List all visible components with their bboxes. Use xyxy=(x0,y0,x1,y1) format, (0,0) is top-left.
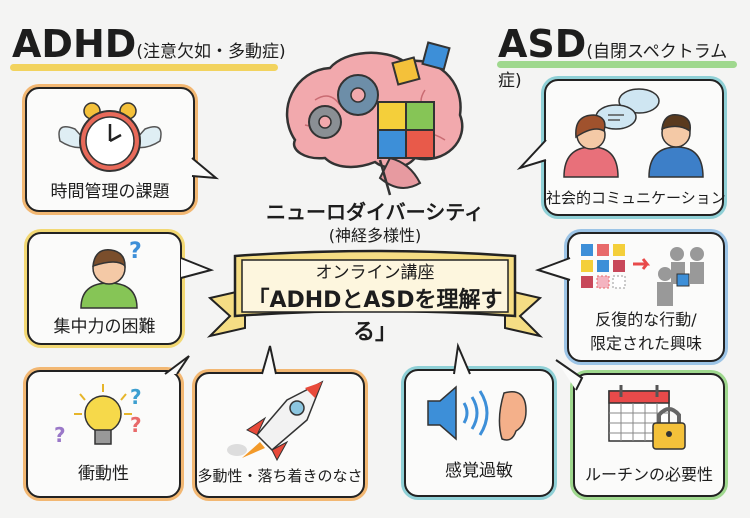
card-label: 衝動性 xyxy=(78,464,129,484)
lightbulb-questions-icon: ? ? ? xyxy=(54,384,142,447)
conversation-people-icon xyxy=(563,88,704,178)
svg-text:?: ? xyxy=(129,239,142,264)
banner: オンライン講座 「ADHDとASDを理解する」 xyxy=(240,256,510,345)
card-time-management: 時間管理の課題 xyxy=(25,87,195,212)
adhd-title: ADHD xyxy=(12,22,137,66)
pattern-blocks-people-icon xyxy=(581,244,704,306)
flying-alarm-clock-icon xyxy=(58,102,162,172)
svg-text:?: ? xyxy=(54,423,66,447)
card-social-communication: 社会的コミュニケーション xyxy=(544,79,726,216)
adhd-underline xyxy=(10,64,278,71)
rocket-icon xyxy=(227,380,324,462)
card-pointer xyxy=(453,342,471,375)
adhd-heading: ADHD(注意欠如・多動症) xyxy=(12,22,286,66)
card-label: 感覚過敏 xyxy=(445,461,513,481)
card-impulsivity: ? ? ? 衝動性 xyxy=(26,370,181,498)
card-repetitive-behavior: 反復的な行動/ 限定された興味 xyxy=(567,232,725,362)
card-pointer xyxy=(555,359,584,391)
card-label-line2: 限定された興味 xyxy=(589,334,702,353)
card-pointer xyxy=(516,139,547,171)
asd-title: ASD xyxy=(498,22,587,66)
card-label: ルーチンの必要性 xyxy=(584,465,713,484)
asd-underline xyxy=(497,61,737,68)
calendar-lock-icon xyxy=(608,385,686,450)
svg-text:?: ? xyxy=(130,413,142,437)
center-subtitle: (神経多様性) xyxy=(328,226,422,245)
card-label-line1: 反復的な行動/ xyxy=(595,310,697,329)
card-label: 社会的コミュニケーション xyxy=(546,189,726,207)
center-brain-illustration xyxy=(275,40,475,200)
confused-person-icon: ? xyxy=(80,239,142,309)
card-concentration: ? 集中力の困難 xyxy=(27,232,182,345)
banner-line1: オンライン講座 xyxy=(315,263,435,283)
card-label: 多動性・落ち着きのなさ xyxy=(197,467,363,485)
card-pointer xyxy=(164,355,190,375)
card-pointer xyxy=(180,257,215,279)
card-label: 時間管理の課題 xyxy=(50,182,170,202)
speaker-ear-icon xyxy=(427,385,527,441)
brain-gears-puzzle-icon xyxy=(285,41,464,196)
adhd-subtitle: (注意欠如・多動症) xyxy=(136,42,286,62)
banner-ribbon xyxy=(206,249,544,338)
card-hyperactivity: 多動性・落ち着きのなさ xyxy=(195,372,365,498)
card-label: 集中力の困難 xyxy=(53,317,156,337)
asd-heading: ASD(自閉スペクトラム症) xyxy=(498,22,750,91)
card-sensory-sensitivity: 感覚過敏 xyxy=(404,369,554,497)
card-pointer xyxy=(534,257,571,281)
card-pointer xyxy=(191,157,220,180)
center-title: ニューロダイバーシティ xyxy=(266,200,484,224)
asd-subtitle: (自閉スペクトラム症) xyxy=(498,42,728,91)
card-routine-need: ルーチンの必要性 xyxy=(573,373,725,497)
svg-text:?: ? xyxy=(130,385,142,409)
card-pointer xyxy=(261,345,277,375)
banner-line2: 「ADHDとASDを理解する」 xyxy=(247,288,503,345)
